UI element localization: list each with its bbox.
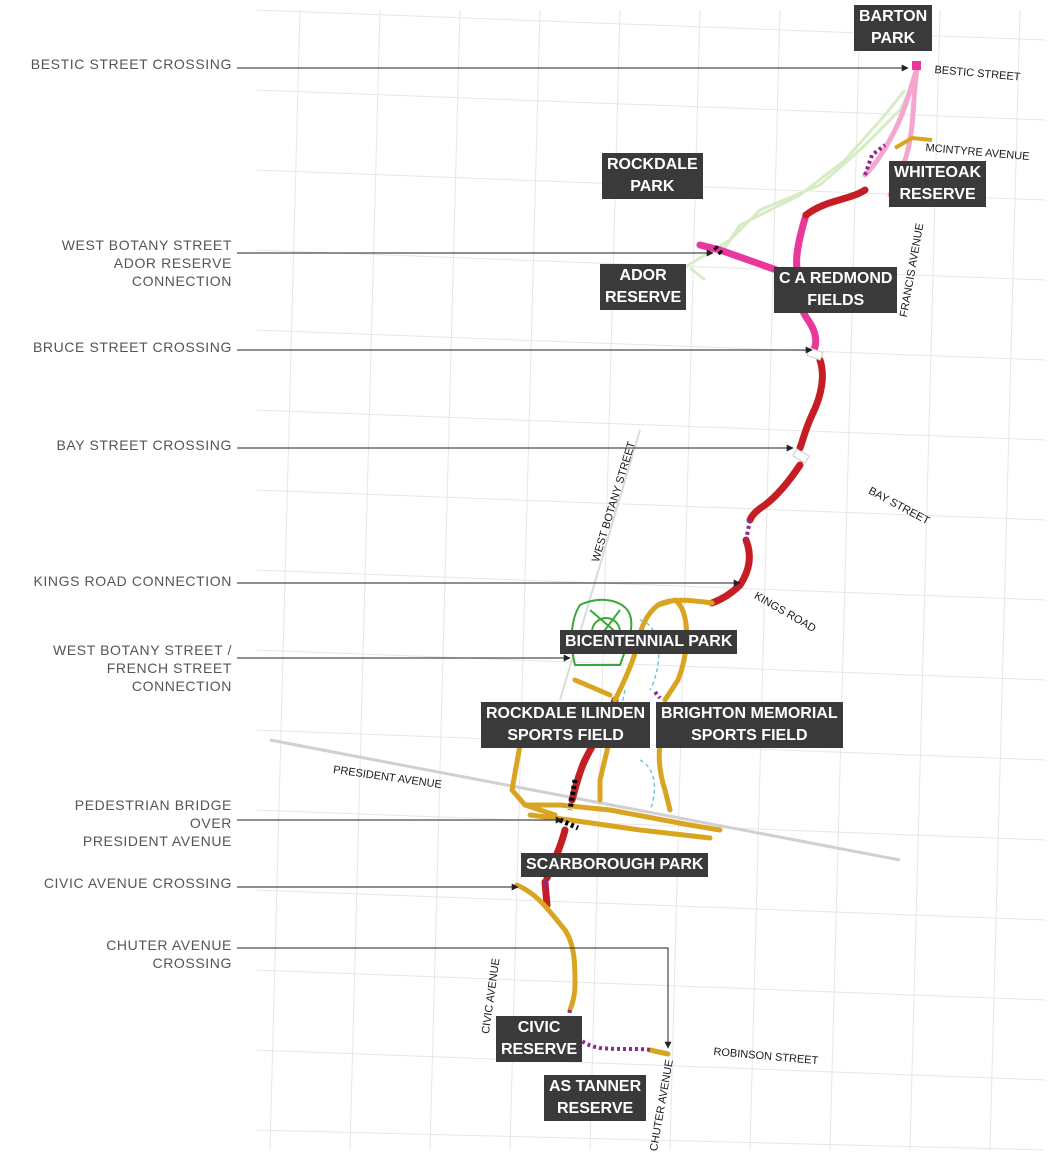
route-gold-mcintyre (893, 135, 933, 150)
label-line: RESERVE (605, 289, 682, 306)
label-line: BRIGHTON MEMORIAL (661, 705, 838, 722)
label-ca-redmond-fields: C A REDMOND FIELDS (774, 267, 898, 313)
callout-bestic-street-crossing: BESTIC STREET CROSSING (31, 55, 232, 73)
callout-west-botany-ador: WEST BOTANY STREET ADOR RESERVE CONNECTI… (62, 236, 232, 290)
label-line: ROCKDALE (607, 156, 698, 173)
label-line: RESERVE (556, 1100, 634, 1117)
callout-bay-street-crossing: BAY STREET CROSSING (56, 436, 232, 454)
label-brighton-memorial: BRIGHTON MEMORIAL SPORTS FIELD (656, 702, 843, 748)
callout-line: WEST BOTANY STREET / (53, 642, 232, 658)
callout-bruce-street-crossing: BRUCE STREET CROSSING (33, 338, 232, 356)
callout-pedestrian-bridge: PEDESTRIAN BRIDGE OVER PRESIDENT AVENUE (75, 796, 232, 850)
arrow-chuter (237, 947, 672, 1049)
label-rockdale-ilinden: ROCKDALE ILINDEN SPORTS FIELD (481, 702, 651, 748)
callout-kings-road-connection: KINGS ROAD CONNECTION (33, 572, 232, 590)
label-civic-reserve: CIVIC RESERVE (496, 1016, 583, 1062)
label-scarborough-park: SCARBOROUGH PARK (521, 853, 709, 877)
label-whiteoak-reserve: WHITEOAK RESERVE (889, 161, 987, 207)
label-barton-park: BARTON PARK (854, 5, 933, 51)
route-gold (509, 597, 723, 1057)
label-ador-reserve: ADOR RESERVE (600, 264, 687, 310)
label-line: SPORTS FIELD (507, 727, 624, 744)
callout-line: FRENCH STREET (106, 660, 232, 676)
label-line: ROCKDALE ILINDEN (486, 705, 646, 722)
label-bicentennial-park: BICENTENNIAL PARK (560, 630, 738, 654)
callout-line: WEST BOTANY STREET (61, 237, 232, 253)
callout-line: BESTIC STREET CROSSING (30, 56, 232, 72)
callout-line: CONNECTION (131, 273, 232, 289)
base-map (254, 9, 1046, 1151)
label-rockdale-park: ROCKDALE PARK (602, 153, 703, 199)
label-line: SCARBOROUGH PARK (526, 856, 704, 873)
callout-line: BAY STREET CROSSING (56, 437, 232, 453)
label-line: BICENTENNIAL PARK (565, 633, 733, 650)
label-line: ADOR (619, 267, 667, 284)
callout-civic-avenue-crossing: CIVIC AVENUE CROSSING (44, 874, 232, 892)
label-line: SPORTS FIELD (691, 727, 808, 744)
route-dotted (543, 143, 887, 1052)
bestic-crossing-marker (912, 61, 921, 70)
callout-line: CROSSING (152, 955, 232, 971)
callout-line: PRESIDENT AVENUE (82, 833, 232, 849)
callout-chuter-avenue-crossing: CHUTER AVENUE CROSSING (106, 936, 232, 972)
label-line: WHITEOAK (894, 164, 982, 181)
route-red (541, 186, 869, 909)
callout-west-botany-french: WEST BOTANY STREET / FRENCH STREET CONNE… (53, 641, 232, 695)
callout-line: PEDESTRIAN BRIDGE (74, 797, 232, 813)
label-line: C A REDMOND (779, 270, 893, 287)
callout-line: BRUCE STREET CROSSING (32, 339, 232, 355)
callout-line: CHUTER AVENUE (106, 937, 232, 953)
label-line: FIELDS (807, 292, 865, 309)
label-line: BARTON (859, 8, 928, 25)
label-line: RESERVE (501, 1041, 578, 1058)
callout-line: ADOR RESERVE (113, 255, 232, 271)
label-line: AS TANNER (549, 1078, 642, 1095)
callout-arrows (237, 64, 909, 1049)
label-line: CIVIC (517, 1019, 561, 1036)
label-line: PARK (630, 178, 675, 195)
callout-line: OVER (189, 815, 232, 831)
callout-line: CONNECTION (131, 678, 232, 694)
green-links (679, 79, 917, 282)
label-line: RESERVE (899, 186, 976, 203)
callout-line: KINGS ROAD CONNECTION (33, 573, 232, 589)
label-as-tanner-reserve: AS TANNER RESERVE (544, 1075, 647, 1121)
label-line: PARK (871, 30, 916, 47)
callout-line: CIVIC AVENUE CROSSING (43, 875, 232, 891)
